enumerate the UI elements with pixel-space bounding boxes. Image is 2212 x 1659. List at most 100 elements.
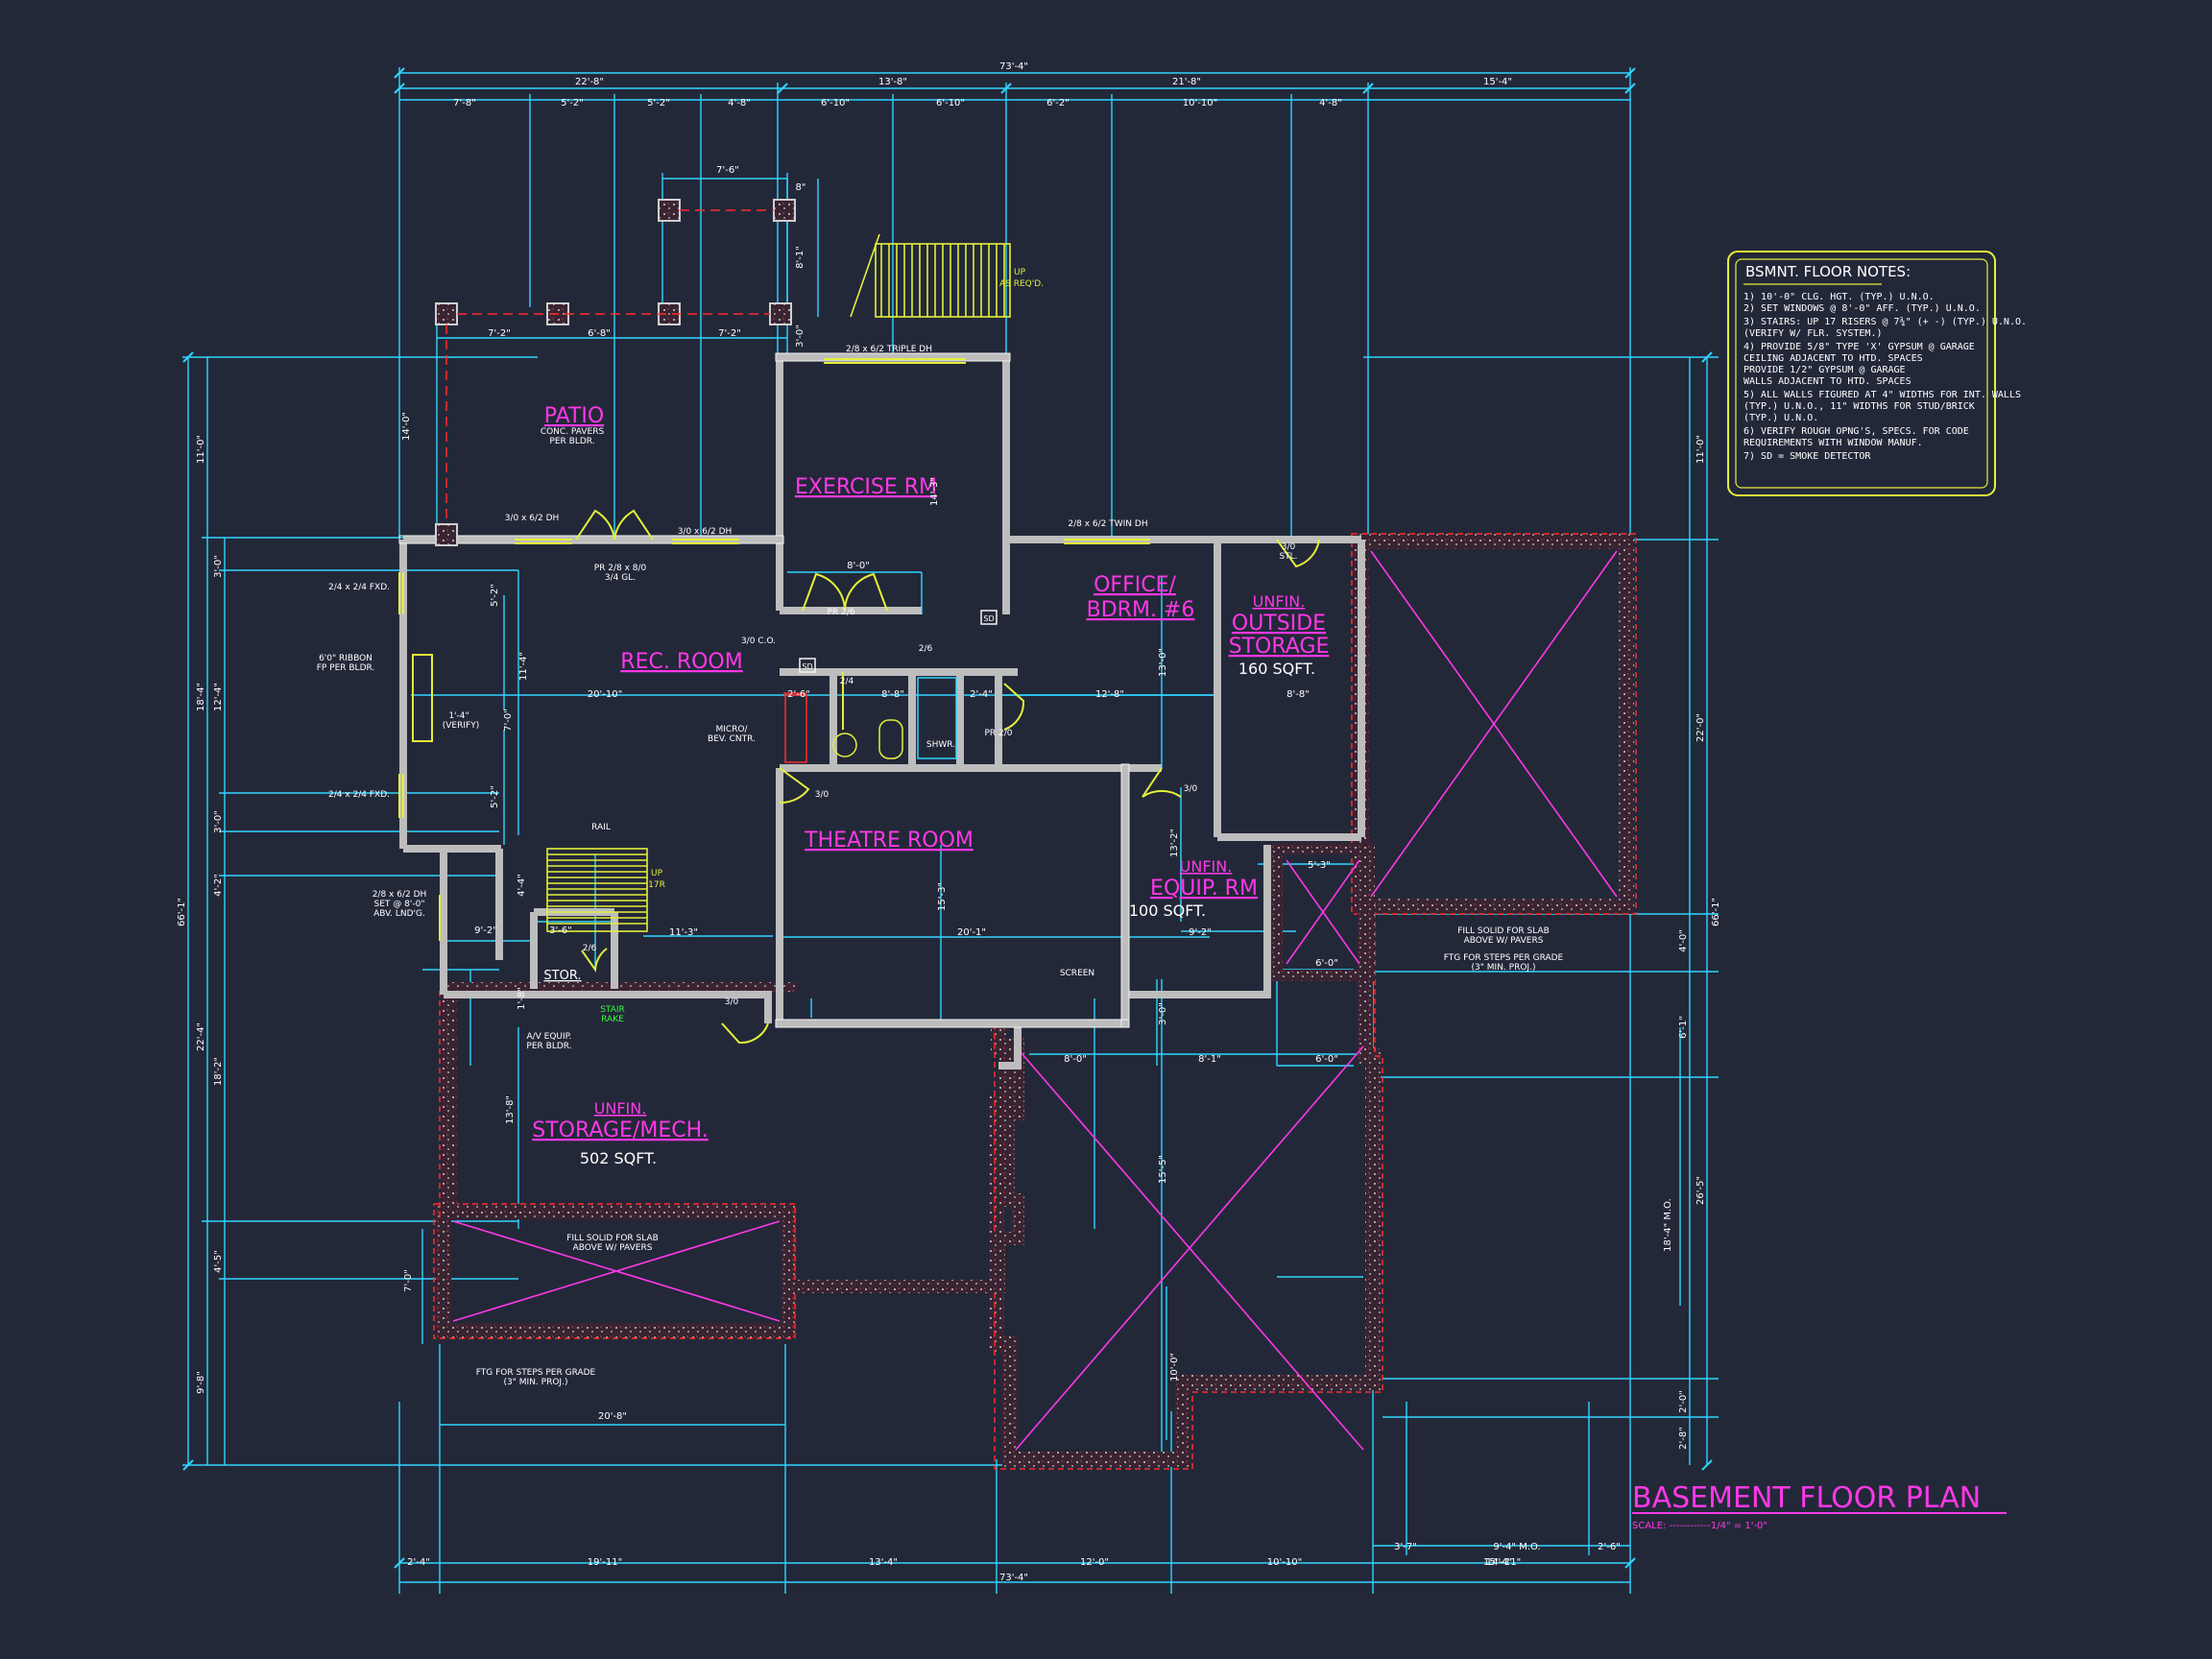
dim-right: 22'-0" — [1695, 713, 1706, 742]
dim-interior: 11'-3" — [669, 927, 698, 938]
stair-up-label: AS REQ'D. — [999, 279, 1044, 289]
notes-text: BSMNT. FLOOR NOTES: 1) 10'-0" CLG. HGT. … — [1743, 263, 2027, 462]
window-label: 2/4 x 2/4 FXD. — [328, 583, 390, 592]
dim-interior: 8" — [796, 182, 806, 193]
dim-bottom: 13'-4" — [869, 1557, 898, 1568]
door-label: 3/4 GL. — [605, 573, 636, 583]
ftg-label: FTG FOR STEPS PER GRADE — [476, 1368, 596, 1378]
dim-interior-v: 15'-5" — [1158, 1155, 1168, 1184]
dim-left2: 3'-0" — [213, 810, 224, 833]
exercise-room-label: EXERCISE RM — [795, 475, 937, 499]
shower-label: SHWR. — [926, 740, 955, 750]
patio-columns — [435, 199, 796, 546]
dim-bottom-right: 3'-7" — [1394, 1542, 1417, 1552]
fill-slab-label: ABOVE W/ PAVERS — [573, 1243, 653, 1253]
patio-note-1: CONC. PAVERS — [541, 427, 605, 437]
dim-interior: 5'-3" — [1308, 860, 1331, 871]
dim-interior: 7'-6" — [716, 165, 739, 176]
dim-top: 21'-8" — [1172, 77, 1201, 87]
door-label: PR 2/8 x 8/0 — [594, 564, 647, 573]
dh-set-label: 2/8 x 6/2 DH — [373, 890, 427, 900]
drawing-title: BASEMENT FLOOR PLAN — [1632, 1481, 1981, 1515]
dim-patio: 7'-2" — [488, 328, 511, 339]
dim-left: 18'-4" — [196, 683, 206, 711]
note-line: CEILING ADJACENT TO HTD. SPACES — [1743, 353, 1923, 364]
dim-interior: 6'-0" — [1315, 958, 1338, 969]
doors — [575, 509, 1320, 1045]
micro-label: MICRO/ — [715, 725, 748, 734]
equip-room-area: 100 SQFT. — [1129, 902, 1206, 920]
office-label-line1: OFFICE/ — [1094, 573, 1176, 597]
ftg-label: (3" MIN. PROJ.) — [1472, 963, 1536, 973]
dim-right2: 2'-0" — [1678, 1390, 1689, 1413]
dim-interior-v: 7'-0" — [403, 1269, 414, 1292]
wall-outlines — [398, 352, 1130, 1028]
note-line: (TYP.) U.N.O., 11" WIDTHS FOR STUD/BRICK — [1743, 401, 1975, 412]
dim-interior: 12'-8" — [1095, 689, 1124, 700]
outside-storage-label-line3: STORAGE — [1229, 635, 1330, 659]
dim-top: 7'-8" — [453, 98, 476, 108]
dim-interior-v: 3'-0" — [1158, 1002, 1168, 1025]
dim-interior-v: 13'-2" — [1169, 829, 1180, 857]
dim-left: 9'-8" — [196, 1371, 206, 1394]
stor-label: STOR. — [543, 969, 581, 983]
dim-overall-bottom: 73'-4" — [999, 1573, 1028, 1583]
equip-room-label-line2: EQUIP. RM — [1150, 877, 1258, 901]
note-line: 1) 10'-0" CLG. HGT. (TYP.) U.N.O. — [1743, 292, 1935, 302]
dim-top: 6'-2" — [1046, 98, 1070, 108]
dim-interior-v: 8'-1" — [795, 246, 805, 269]
ftg-label: FTG FOR STEPS PER GRADE — [1444, 953, 1564, 963]
dim-interior: 6'-0" — [1315, 1054, 1338, 1065]
ribbon-label: 6'0" RIBBON — [319, 654, 373, 663]
dim-overall-top: 73'-4" — [999, 61, 1028, 72]
dim-interior: 8'-8" — [881, 689, 904, 700]
window-label: 2/8 x 6/2 TRIPLE DH — [846, 345, 932, 354]
dim-left: 22'-4" — [196, 1022, 206, 1051]
dim-right-overall: 66'-1" — [1711, 898, 1721, 926]
screen-label: SCREEN — [1060, 969, 1094, 978]
note-line: PROVIDE 1/2" GYPSUM @ GARAGE — [1743, 365, 1906, 375]
storage-mech-label-line1: UNFIN. — [594, 1099, 647, 1118]
dim-interior: 2'-6" — [787, 689, 810, 700]
dim-interior-v: 14'-0" — [401, 412, 412, 441]
note-line: 7) SD = SMOKE DETECTOR — [1743, 451, 1871, 462]
dim-interior: 20'-1" — [957, 927, 986, 938]
dim-interior-v: 11'-4" — [518, 652, 529, 681]
equip-room-label-line1: UNFIN. — [1180, 857, 1233, 876]
door-label: 2/4 — [840, 677, 854, 686]
dim-bottom: 19'-11" — [588, 1557, 622, 1568]
theatre-room-label: THEATRE ROOM — [804, 829, 974, 853]
dim-right: 26'-5" — [1695, 1176, 1706, 1205]
door-label: 3/0 — [815, 790, 830, 800]
dim-interior: 9'-2" — [1189, 927, 1212, 938]
window-label: 2/8 x 6/2 TWIN DH — [1068, 519, 1147, 529]
av-equip-label: PER BLDR. — [526, 1042, 571, 1051]
dim-interior-v: 14'-3" — [929, 477, 940, 506]
dim-interior: 20'-10" — [588, 689, 622, 700]
window-label: 3/0 x 6/2 DH — [678, 527, 733, 537]
dim-right2: 4'-0" — [1678, 929, 1689, 952]
stair-up-label: UP — [1014, 268, 1026, 277]
dim-left2: 4'-2" — [213, 874, 224, 897]
dim-top: 22'-8" — [575, 77, 604, 87]
av-equip-label: A/V EQUIP. — [526, 1032, 571, 1042]
annotations-text: 160 SQFT. 100 SQFT. 502 SQFT. STOR. CONC… — [317, 345, 1564, 1387]
dim-top: 15'-4" — [1483, 77, 1512, 87]
drawing-scale: SCALE: ------------1/4" = 1'-0" — [1632, 1521, 1767, 1531]
dim-interior: 8'-0" — [847, 561, 870, 571]
window-label: 3/0 x 6/2 DH — [505, 514, 560, 523]
room-labels: PATIO EXERCISE RM REC. ROOM OFFICE/ BDRM… — [532, 404, 1329, 1142]
dim-interior-v: 1'-8" — [517, 987, 527, 1010]
door-label: STL. — [1279, 552, 1297, 562]
micro-label: BEV. CNTR. — [708, 734, 756, 744]
ribbon-label: FP PER BLDR. — [317, 663, 375, 673]
dh-set-label: SET @ 8'-0" — [374, 900, 425, 909]
fill-slab-label: ABOVE W/ PAVERS — [1464, 936, 1544, 946]
dimension-text: 73'-4" 22'-8" 13'-8" 21'-8" 15'-4" 7'-8"… — [407, 61, 1621, 1583]
notes-title: BSMNT. FLOOR NOTES: — [1745, 263, 1911, 280]
note-line: 5) ALL WALLS FIGURED AT 4" WIDTHS FOR IN… — [1743, 390, 2021, 400]
door-label: 3/0 — [1184, 784, 1198, 794]
stair-rake-label: STAIR — [600, 1005, 625, 1015]
dim-interior-v: 13'-0" — [1158, 648, 1168, 677]
